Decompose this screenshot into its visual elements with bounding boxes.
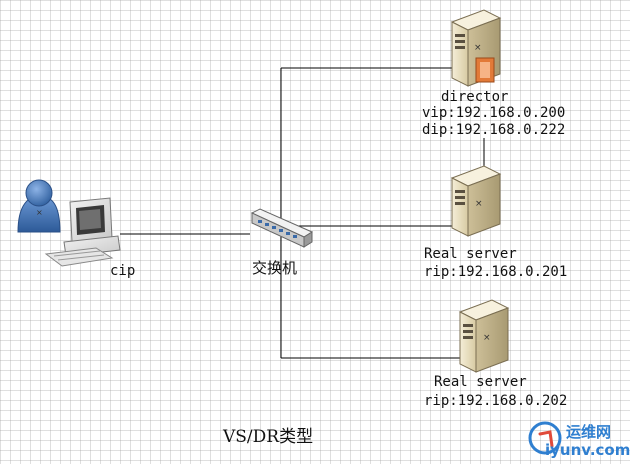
svg-text:×: × bbox=[475, 199, 483, 209]
watermark-url: iyunv.com bbox=[545, 441, 630, 459]
svg-text:×: × bbox=[483, 333, 491, 343]
svg-text:×: × bbox=[36, 208, 43, 217]
diagram-caption: VS/DR类型 bbox=[223, 427, 314, 447]
director-vip: vip:192.168.0.200 bbox=[422, 105, 566, 121]
director-dip: dip:192.168.0.222 bbox=[422, 122, 566, 138]
real-server-1-icon: × bbox=[450, 165, 502, 237]
switch-icon bbox=[250, 208, 314, 248]
watermark-text: 运维网 bbox=[566, 423, 612, 441]
real-server-1-rip: rip:192.168.0.201 bbox=[424, 264, 568, 280]
connection-lines bbox=[120, 67, 485, 359]
svg-text:×: × bbox=[474, 43, 482, 53]
real-server-1-name: Real server bbox=[424, 246, 517, 262]
real-server-2-icon: × bbox=[458, 299, 510, 373]
workstation-icon bbox=[44, 197, 121, 267]
director-name: director bbox=[441, 89, 509, 105]
real-server-2-name: Real server bbox=[434, 374, 527, 390]
client-label: cip bbox=[110, 263, 136, 279]
switch-label: 交换机 bbox=[252, 259, 298, 277]
client-node: × bbox=[17, 179, 121, 267]
real-server-2-rip: rip:192.168.0.202 bbox=[424, 393, 568, 409]
director-server-icon: × bbox=[450, 9, 502, 87]
user-icon: × bbox=[17, 179, 61, 233]
watermark-logo-icon bbox=[528, 421, 562, 455]
